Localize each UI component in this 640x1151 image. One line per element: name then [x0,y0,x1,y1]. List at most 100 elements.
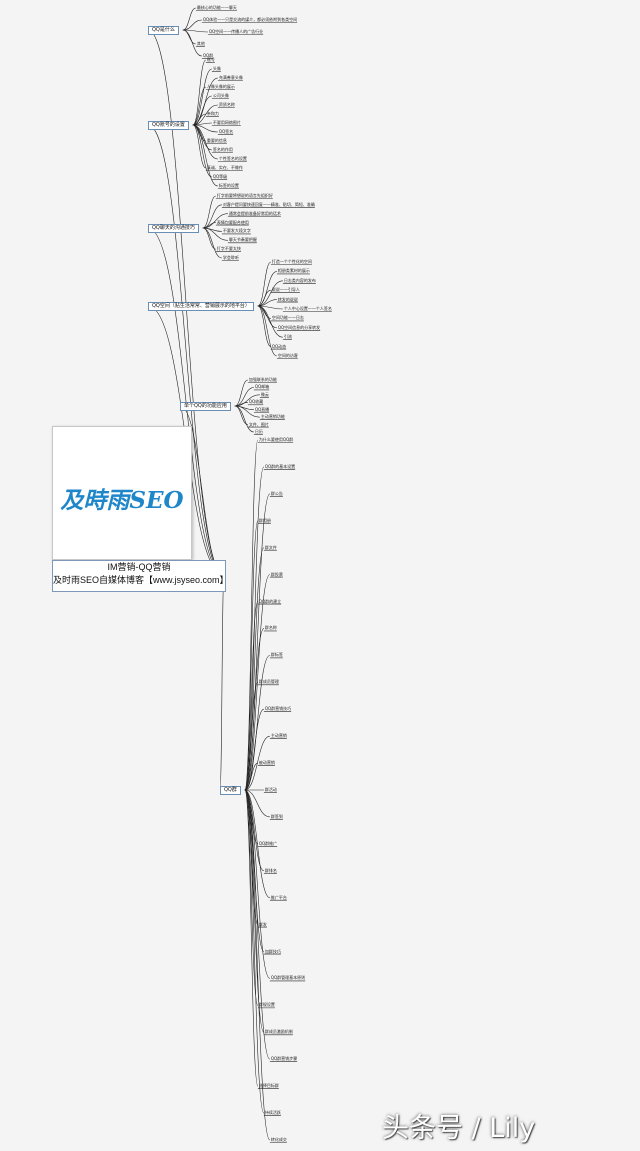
subtopic: 群标签 [270,652,283,658]
subtopic: QQ群的基本设置 [264,463,296,469]
connector [244,789,271,1141]
connector [202,227,216,250]
subtopic: QQ群营销技巧 [264,706,292,712]
subtopic: QQ体验——只是交流的媒介，都必须依附到各类空间 [202,17,298,22]
subtopic: 账号 [206,57,215,62]
subtopic: 相册类素材的展示 [277,268,310,274]
branch-topic[interactable]: QQ是什么 [148,26,179,35]
subtopic: 转化成交 [270,1137,287,1142]
logo-card: 及時雨SEO [52,426,192,560]
connector [244,520,259,791]
subtopic: QQ动态 [271,343,287,349]
connector [182,7,196,31]
central-topic[interactable]: IM营销-QQ营销 及时雨SEO自媒体博客【www.jsyseo.com】 [52,560,229,592]
connector [234,405,248,425]
connector [202,227,222,259]
subtopic: 表情包要配合使用 [216,219,249,225]
connector [192,124,207,169]
branch-topic[interactable]: 单个QQ的功能应用 [180,402,231,411]
subtopic: 群文件 [264,544,277,550]
connector [234,387,254,407]
subtopic: 最核心的功能——聊天 [196,5,237,10]
subtopic: QQ群推广 [258,840,278,846]
subtopic: 重要的信息 [206,138,227,143]
subtopic: QQ群营销步骤 [270,1056,298,1062]
connector [147,227,225,576]
subtopic: 充满善意头像 [218,75,243,80]
subtopic: 群投票 [270,571,283,577]
subtopic: 群排名 [264,867,277,873]
branch-topic[interactable]: QQ账号的设置 [148,121,189,130]
branch-topic[interactable]: QQ聊天的沟通技巧 [148,224,199,233]
subtopic: 选择目标群 [258,1083,279,1089]
subtopic: 微云 [260,391,269,397]
connector [244,789,265,872]
branch-topic[interactable]: QQ空间（贴生活常常、营销展示的地平台） [148,302,254,311]
subtopic: 群公告 [270,490,283,496]
connector [257,261,272,307]
connector [257,305,283,338]
subtopic: 亲和力 [206,111,219,116]
subtopic: 标签的设置 [218,183,239,188]
subtopic: 打造一个个性化的空间 [271,259,312,264]
subtopic: 群名称 [264,625,277,631]
subtopic: 日志类内容的发布 [283,277,316,283]
subtopic: 加强联系的功能 [248,377,277,382]
connector [234,405,260,418]
subtopic: 其他 [196,41,205,46]
subtopic: 头像 [212,66,221,71]
connector [182,19,202,31]
subtopic: 群活动 [264,787,277,792]
connector [192,124,218,187]
connector [244,789,259,1087]
branch-topic[interactable]: QQ群 [220,786,241,795]
subtopic: 空间功能——日志 [271,315,304,321]
connector [244,601,259,791]
connector [244,789,271,1060]
subtopic: 说说——引导人 [271,287,300,293]
subtopic: QQ直播 [254,406,270,412]
connector [244,682,259,791]
subtopic: 持续活跃 [264,1110,281,1116]
connector [192,86,207,126]
subtopic: 人像头像的展示 [206,84,235,89]
subtopic: QQ空间信息的分享转发 [277,324,321,330]
subtopic: 不要发大段文字 [222,228,251,234]
connector [192,59,207,126]
connector [244,789,265,1114]
connector [257,305,272,347]
connector [244,762,258,791]
connector [182,29,208,33]
subtopic: QQ空间——传播人的广告行业 [208,29,264,34]
subtopic: 群签到 [270,813,283,819]
subtopic: 真诚、实在、不做作 [206,165,243,170]
connector [202,227,228,241]
subtopic: 主动营销 [270,733,287,739]
connector [234,379,248,407]
connector [257,305,283,310]
connector [219,574,225,791]
central-topic-subtitle: 及时雨SEO自媒体博客【www.jsyseo.com】 [53,575,229,585]
subtopic: 为什么要使用QQ群 [258,437,294,442]
subtopic: 被动营销 [258,760,275,766]
subtopic: QQ群管理基本原则 [270,975,306,981]
connector-lines [147,7,332,1143]
connector [202,204,222,229]
connector [244,789,271,979]
subtopic: 打字前要将想说的语言先组织好 [216,193,273,198]
subtopic: 日历 [254,429,263,434]
connector [234,405,254,433]
subtopic: 主动营销功能 [260,414,285,420]
central-topic-title: IM营销-QQ营销 [107,562,171,572]
subtopic: QQ邮箱 [254,384,270,390]
subtopic: 转发的说说 [277,296,298,302]
subtopic: 学会聆听 [222,255,239,260]
connector [257,305,278,357]
subtopic: 推广平台 [270,894,287,900]
subtopic: 群发 [258,921,267,927]
subtopic: 个性签名的设置 [218,156,247,161]
subtopic: 公司头像 [212,93,229,98]
subtopic: 聊天节奏要把握 [228,237,257,243]
subtopic: QQ签名 [218,129,234,134]
